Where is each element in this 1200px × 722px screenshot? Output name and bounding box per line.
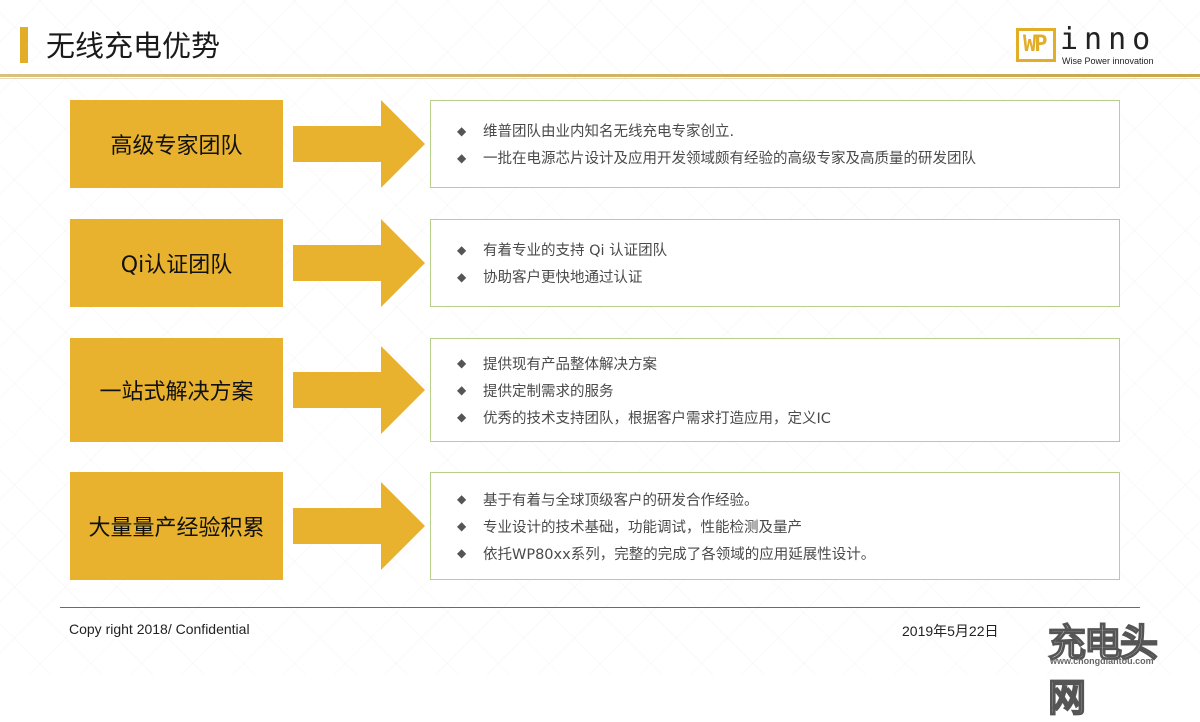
detail-box-one-stop: ◆ 提供现有产品整体解决方案 ◆ 提供定制需求的服务 ◆ 优秀的技术支持团队，根… <box>430 338 1120 442</box>
diamond-bullet-icon: ◆ <box>457 150 467 165</box>
watermark-url: www.chongdiantou.com <box>1050 656 1154 666</box>
list-item: ◆ 提供现有产品整体解决方案 <box>457 350 1119 377</box>
detail-box-expert-team: ◆ 维普团队由业内知名无线充电专家创立. ◆ 一批在电源芯片设计及应用开发领域颇… <box>430 100 1120 188</box>
category-box-mass-production: 大量量产经验积累 <box>70 472 283 580</box>
footer-copyright: Copy right 2018/ Confidential <box>69 621 250 637</box>
diamond-bullet-icon: ◆ <box>457 546 467 560</box>
list-item: ◆ 维普团队由业内知名无线充电专家创立. <box>457 117 1119 144</box>
watermark: 充电头网 www.chongdiantou.com <box>1047 612 1188 721</box>
diamond-bullet-icon: ◆ <box>457 383 467 397</box>
bullet-text: 提供现有产品整体解决方案 <box>483 356 657 373</box>
company-logo: WP inno Wise Power innovation <box>1016 22 1186 68</box>
arrow-right-icon <box>293 100 425 188</box>
category-label: 一站式解决方案 <box>99 380 254 405</box>
arrow-right-icon <box>293 346 425 434</box>
category-box-expert-team: 高级专家团队 <box>70 100 283 188</box>
footer-date: 2019年5月22日 <box>902 623 999 639</box>
header-divider-thin <box>0 78 1200 79</box>
category-label: 高级专家团队 <box>110 134 243 159</box>
arrow-right-icon <box>293 482 425 570</box>
diamond-bullet-icon: ◆ <box>457 242 467 257</box>
bullet-text: 专业设计的技术基础，功能调试，性能检测及量产 <box>483 519 802 536</box>
list-item: ◆ 优秀的技术支持团队，根据客户需求打造应用，定义IC <box>457 404 1119 431</box>
bullet-text: 一批在电源芯片设计及应用开发领域颇有经验的高级专家及高质量的研发团队 <box>483 151 976 167</box>
bullet-text: 提供定制需求的服务 <box>483 383 614 400</box>
diamond-bullet-icon: ◆ <box>457 492 467 506</box>
page-title: 无线充电优势 <box>46 29 221 63</box>
detail-box-mass-production: ◆ 基于有着与全球顶级客户的研发合作经验。 ◆ 专业设计的技术基础，功能调试，性… <box>430 472 1120 580</box>
logo-name: inno <box>1060 22 1157 57</box>
list-item: ◆ 有着专业的支持 Qi 认证团队 <box>457 236 1119 263</box>
bullet-text: 优秀的技术支持团队，根据客户需求打造应用，定义IC <box>483 410 831 427</box>
category-label: 大量量产经验积累 <box>88 516 265 541</box>
list-item: ◆ 提供定制需求的服务 <box>457 377 1119 404</box>
list-item: ◆ 基于有着与全球顶级客户的研发合作经验。 <box>457 486 1119 513</box>
title-accent-bar <box>20 27 28 63</box>
category-box-qi-team: Qi认证团队 <box>70 219 283 307</box>
bullet-text: 依托WP80xx系列，完整的完成了各领域的应用延展性设计。 <box>483 546 876 563</box>
bullet-text: 协助客户更快地通过认证 <box>483 270 643 286</box>
bullet-text: 维普团队由业内知名无线充电专家创立. <box>483 124 735 140</box>
list-item: ◆ 一批在电源芯片设计及应用开发领域颇有经验的高级专家及高质量的研发团队 <box>457 144 1119 171</box>
diamond-bullet-icon: ◆ <box>457 123 467 138</box>
diamond-bullet-icon: ◆ <box>457 356 467 370</box>
bullet-text: 基于有着与全球顶级客户的研发合作经验。 <box>483 492 759 509</box>
arrow-right-icon <box>293 219 425 307</box>
list-item: ◆ 依托WP80xx系列，完整的完成了各领域的应用延展性设计。 <box>457 540 1119 567</box>
watermark-text: 充电头网 <box>1047 620 1159 721</box>
detail-box-qi-team: ◆ 有着专业的支持 Qi 认证团队 ◆ 协助客户更快地通过认证 <box>430 219 1120 307</box>
logo-mark-box: WP <box>1016 28 1056 62</box>
list-item: ◆ 专业设计的技术基础，功能调试，性能检测及量产 <box>457 513 1119 540</box>
logo-mark: WP <box>1023 32 1047 57</box>
diamond-bullet-icon: ◆ <box>457 519 467 533</box>
header-divider <box>0 74 1200 77</box>
category-box-one-stop: 一站式解决方案 <box>70 338 283 442</box>
diamond-bullet-icon: ◆ <box>457 269 467 284</box>
logo-tagline: Wise Power innovation <box>1062 56 1154 66</box>
list-item: ◆ 协助客户更快地通过认证 <box>457 263 1119 290</box>
category-label: Qi认证团队 <box>120 253 233 278</box>
footer-divider <box>60 607 1140 608</box>
diamond-bullet-icon: ◆ <box>457 410 467 424</box>
bullet-text: 有着专业的支持 Qi 认证团队 <box>483 243 668 259</box>
